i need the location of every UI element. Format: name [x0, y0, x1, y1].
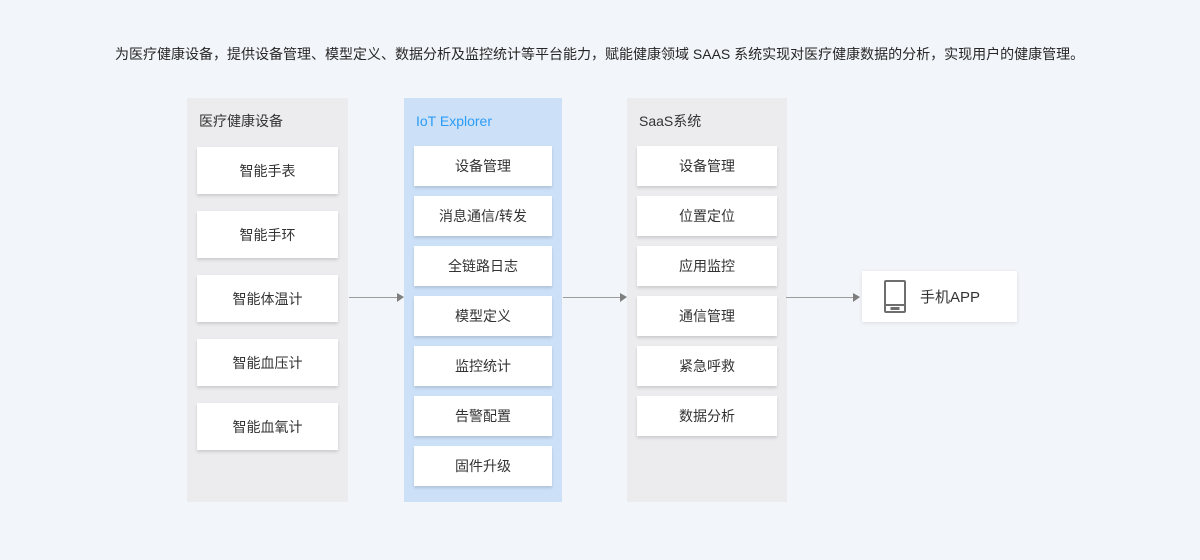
- column-medical-devices-items: 智能手表智能手环智能体温计智能血压计智能血氧计: [197, 147, 338, 450]
- phone-screen-divider: [886, 304, 904, 306]
- column-iot-explorer-items: 设备管理消息通信/转发全链路日志模型定义监控统计告警配置固件升级: [414, 146, 552, 486]
- saas-capability-node: 紧急呼救: [637, 346, 777, 386]
- column-iot-explorer-title: IoT Explorer: [416, 113, 492, 129]
- device-node: 智能血氧计: [197, 403, 338, 450]
- saas-capability-node: 应用监控: [637, 246, 777, 286]
- iot-capability-node: 消息通信/转发: [414, 196, 552, 236]
- mobile-phone-icon: [884, 280, 906, 313]
- saas-capability-node: 通信管理: [637, 296, 777, 336]
- device-node: 智能血压计: [197, 339, 338, 386]
- arrow-iot-to-saas: [563, 293, 627, 302]
- saas-capability-node: 数据分析: [637, 396, 777, 436]
- mobile-app-label: 手机APP: [920, 289, 981, 306]
- mobile-app-node: 手机APP: [862, 271, 1017, 322]
- arrow-saas-to-app: [786, 293, 860, 302]
- column-saas-system: SaaS系统 设备管理位置定位应用监控通信管理紧急呼救数据分析: [627, 98, 787, 502]
- column-medical-devices: 医疗健康设备 智能手表智能手环智能体温计智能血压计智能血氧计: [187, 98, 348, 502]
- column-saas-system-items: 设备管理位置定位应用监控通信管理紧急呼救数据分析: [637, 146, 777, 436]
- iot-capability-node: 设备管理: [414, 146, 552, 186]
- device-node: 智能手环: [197, 211, 338, 258]
- saas-capability-node: 设备管理: [637, 146, 777, 186]
- device-node: 智能体温计: [197, 275, 338, 322]
- page-description: 为医疗健康设备，提供设备管理、模型定义、数据分析及监控统计等平台能力，赋能健康领…: [115, 46, 1085, 62]
- column-iot-explorer: IoT Explorer 设备管理消息通信/转发全链路日志模型定义监控统计告警配…: [404, 98, 562, 502]
- saas-capability-node: 位置定位: [637, 196, 777, 236]
- arrow-devices-to-iot: [349, 293, 404, 302]
- iot-capability-node: 固件升级: [414, 446, 552, 486]
- column-saas-system-title: SaaS系统: [639, 113, 702, 129]
- iot-capability-node: 模型定义: [414, 296, 552, 336]
- iot-capability-node: 告警配置: [414, 396, 552, 436]
- iot-capability-node: 监控统计: [414, 346, 552, 386]
- iot-capability-node: 全链路日志: [414, 246, 552, 286]
- device-node: 智能手表: [197, 147, 338, 194]
- column-medical-devices-title: 医疗健康设备: [199, 113, 283, 129]
- phone-home-button: [890, 307, 900, 310]
